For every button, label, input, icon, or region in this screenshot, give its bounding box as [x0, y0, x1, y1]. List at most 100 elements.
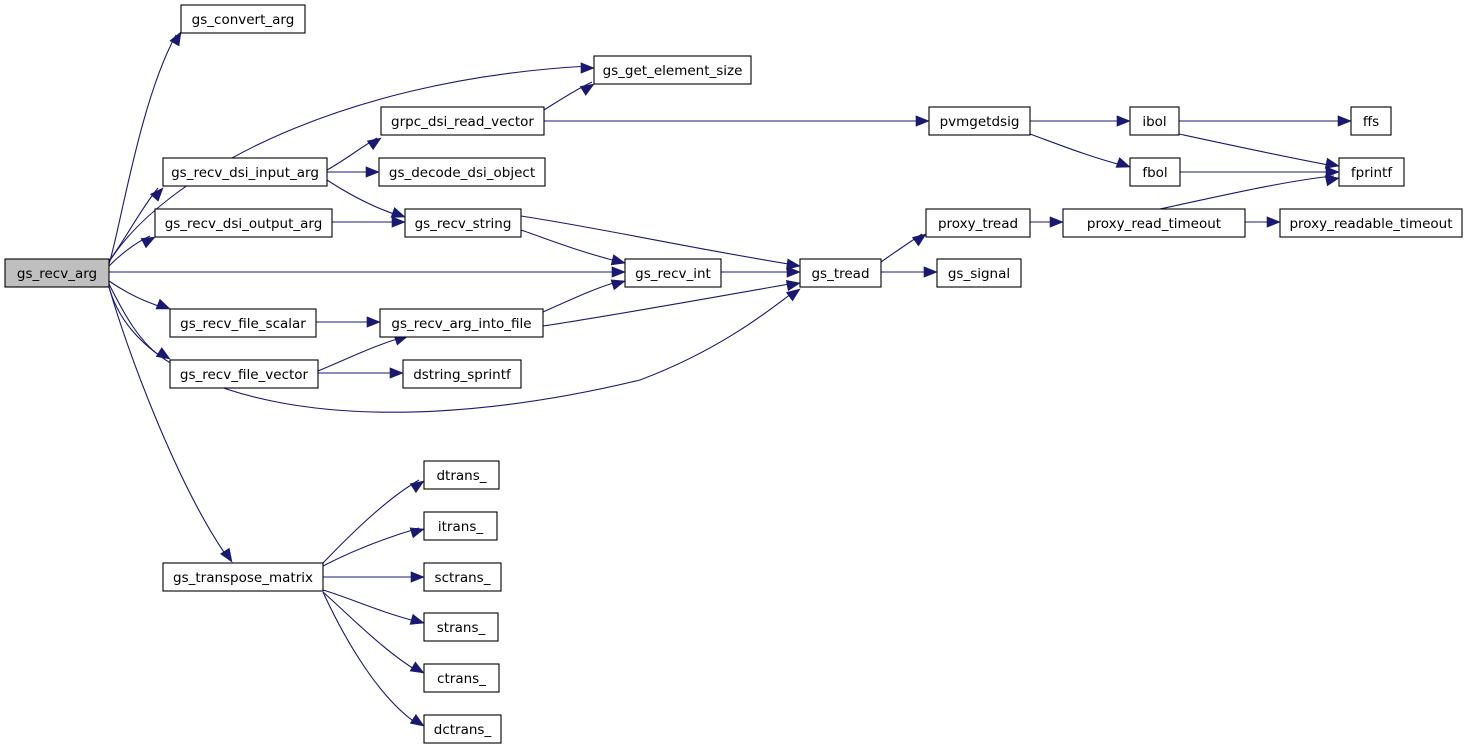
edge-gs_recv_arg-to-gs_convert_arg: [108, 34, 177, 265]
node-label: gs_signal: [948, 266, 1010, 282]
node-box[interactable]: [1279, 208, 1463, 238]
node-box[interactable]: [378, 157, 546, 187]
node-gs_recv_file_vector[interactable]: gs_recv_file_vector: [169, 359, 319, 389]
node-label: gs_recv_file_vector: [180, 367, 309, 383]
node-gs_decode_dsi_object[interactable]: gs_decode_dsi_object: [378, 157, 546, 187]
node-label: sctrans_: [435, 570, 491, 586]
node-dstring_sprintf[interactable]: dstring_sprintf: [402, 359, 522, 389]
node-pvmgetdsig[interactable]: pvmgetdsig: [928, 106, 1031, 136]
node-box[interactable]: [402, 359, 522, 389]
arrowhead: [786, 266, 801, 278]
node-box[interactable]: [1350, 106, 1392, 136]
node-box[interactable]: [423, 562, 502, 592]
node-gs_get_element_size[interactable]: gs_get_element_size: [593, 55, 752, 85]
node-box[interactable]: [936, 258, 1022, 288]
node-box[interactable]: [1129, 106, 1180, 136]
node-proxy_readable_timeout[interactable]: proxy_readable_timeout: [1279, 208, 1463, 238]
node-label: proxy_tread: [938, 216, 1018, 232]
node-label: dstring_sprintf: [413, 367, 512, 383]
node-gs_convert_arg[interactable]: gs_convert_arg: [180, 4, 306, 34]
arrowhead: [1337, 115, 1352, 127]
edge-gs_recv_arg-to-gs_recv_file_scalar: [108, 280, 166, 309]
arrowhead: [155, 298, 171, 310]
node-grpc_dsi_read_vector[interactable]: grpc_dsi_read_vector: [380, 106, 545, 136]
edge-gs_transpose_matrix-to-itrans_: [322, 527, 420, 567]
node-box[interactable]: [1129, 157, 1181, 187]
node-box[interactable]: [154, 208, 333, 238]
node-gs_recv_dsi_output_arg[interactable]: gs_recv_dsi_output_arg: [154, 208, 333, 238]
arrowhead: [410, 571, 425, 583]
node-box[interactable]: [423, 511, 498, 541]
node-gs_recv_dsi_input_arg[interactable]: gs_recv_dsi_input_arg: [162, 157, 328, 187]
arrowhead: [409, 613, 425, 625]
arrowhead: [580, 62, 595, 74]
node-gs_tread[interactable]: gs_tread: [799, 258, 882, 288]
node-strans_[interactable]: strans_: [423, 612, 499, 642]
node-sctrans_[interactable]: sctrans_: [423, 562, 502, 592]
arrowhead: [911, 233, 927, 247]
node-ibol[interactable]: ibol: [1129, 106, 1180, 136]
arrowhead: [1115, 157, 1131, 168]
node-box[interactable]: [169, 308, 317, 338]
arrowhead: [155, 347, 171, 360]
node-box[interactable]: [593, 55, 752, 85]
node-label: gs_tread: [811, 266, 869, 282]
node-fbol[interactable]: fbol: [1129, 157, 1181, 187]
arrowhead: [1266, 216, 1281, 228]
arrowhead: [365, 166, 380, 178]
node-proxy_tread[interactable]: proxy_tread: [925, 208, 1031, 238]
arrowhead: [923, 266, 938, 278]
node-label: ctrans_: [437, 671, 486, 687]
node-dtrans_[interactable]: dtrans_: [423, 460, 500, 490]
node-box[interactable]: [180, 4, 306, 34]
node-gs_recv_string[interactable]: gs_recv_string: [404, 208, 522, 238]
node-label: itrans_: [438, 519, 483, 535]
node-box[interactable]: [423, 663, 500, 693]
node-ctrans_[interactable]: ctrans_: [423, 663, 500, 693]
node-gs_recv_file_scalar[interactable]: gs_recv_file_scalar: [169, 308, 317, 338]
edge-gs_transpose_matrix-to-ctrans_: [322, 591, 420, 673]
arrowhead: [611, 266, 626, 278]
node-label: ffs: [1363, 114, 1379, 130]
node-box[interactable]: [162, 157, 328, 187]
node-label: gs_recv_arg_into_file: [391, 316, 531, 332]
node-box[interactable]: [404, 208, 522, 238]
node-gs_recv_arg_into_file[interactable]: gs_recv_arg_into_file: [379, 308, 544, 338]
node-dctrans_[interactable]: dctrans_: [423, 714, 502, 744]
node-box[interactable]: [925, 208, 1031, 238]
arrowhead: [1116, 115, 1131, 127]
node-fprintf[interactable]: fprintf: [1338, 157, 1405, 187]
arrowhead: [390, 207, 406, 218]
node-box[interactable]: [1338, 157, 1405, 187]
node-proxy_read_timeout[interactable]: proxy_read_timeout: [1062, 208, 1246, 238]
arrowhead: [1049, 216, 1064, 228]
edge-gs_recv_arg-to-gs_recv_dsi_input_arg: [108, 187, 159, 262]
node-box[interactable]: [162, 562, 324, 592]
node-box[interactable]: [380, 106, 545, 136]
edge-grpc_dsi_read_vector-to-gs_get_element_size: [543, 81, 593, 111]
node-box[interactable]: [1062, 208, 1246, 238]
node-box[interactable]: [4, 258, 110, 288]
node-gs_signal[interactable]: gs_signal: [936, 258, 1022, 288]
node-box[interactable]: [423, 460, 500, 490]
node-box[interactable]: [799, 258, 882, 288]
node-gs_transpose_matrix[interactable]: gs_transpose_matrix: [162, 562, 324, 592]
node-gs_recv_int[interactable]: gs_recv_int: [624, 258, 722, 288]
node-box[interactable]: [928, 106, 1031, 136]
node-label: ibol: [1142, 114, 1166, 130]
node-box[interactable]: [423, 714, 502, 744]
node-box[interactable]: [379, 308, 544, 338]
edge-gs_recv_arg-to-gs_transpose_matrix: [108, 286, 229, 559]
arrowhead: [1325, 166, 1340, 178]
node-label: proxy_readable_timeout: [1289, 216, 1452, 232]
node-box[interactable]: [169, 359, 319, 389]
node-box[interactable]: [624, 258, 722, 288]
node-box[interactable]: [423, 612, 499, 642]
node-gs_recv_arg[interactable]: gs_recv_arg: [4, 258, 110, 288]
node-itrans_[interactable]: itrans_: [423, 511, 498, 541]
arrowheads-layer: [140, 31, 1352, 727]
node-ffs[interactable]: ffs: [1350, 106, 1392, 136]
edge-gs_recv_arg-to-gs_recv_file_vector: [108, 283, 166, 360]
arrowhead: [1324, 157, 1340, 169]
